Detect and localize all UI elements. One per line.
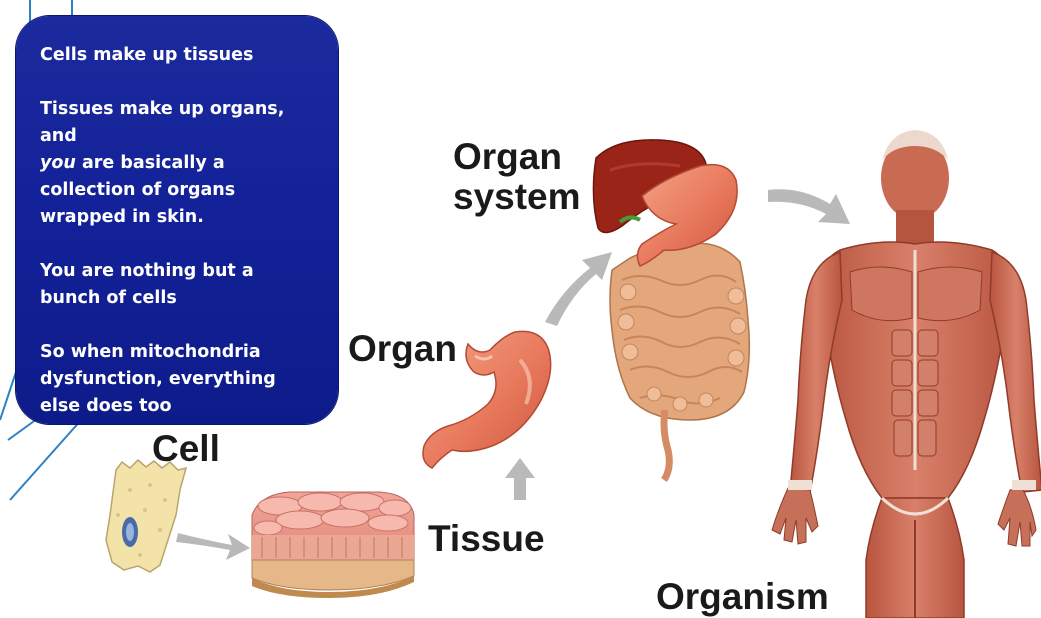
callout-line-2-emphasis: you bbox=[40, 153, 76, 173]
label-cell: Cell bbox=[152, 430, 220, 468]
cell-illustration bbox=[106, 460, 186, 572]
organ-system-illustration bbox=[593, 140, 749, 480]
callout-line-3: You are nothing but a bunch of cells bbox=[40, 258, 320, 312]
label-tissue: Tissue bbox=[428, 520, 545, 558]
tissue-illustration bbox=[252, 492, 414, 598]
label-organism: Organism bbox=[656, 578, 829, 616]
label-organ-system-line2: system bbox=[453, 178, 581, 216]
label-organ-system-line1: Organ bbox=[453, 138, 562, 176]
arrow-tissue-to-organ bbox=[505, 458, 535, 500]
callout-box: Cells make up tissues Tissues make up or… bbox=[16, 16, 338, 424]
arrow-cell-to-tissue bbox=[176, 533, 250, 560]
arrow-organ-to-system bbox=[545, 252, 612, 326]
callout-line-4: So when mitochondria dysfunction, everyt… bbox=[40, 339, 320, 420]
callout-line-1: Cells make up tissues bbox=[40, 42, 320, 69]
label-organ: Organ bbox=[348, 330, 457, 368]
callout-line-2-text: Tissues make up organs, and bbox=[40, 99, 284, 146]
arrow-system-to-organism bbox=[768, 189, 850, 224]
